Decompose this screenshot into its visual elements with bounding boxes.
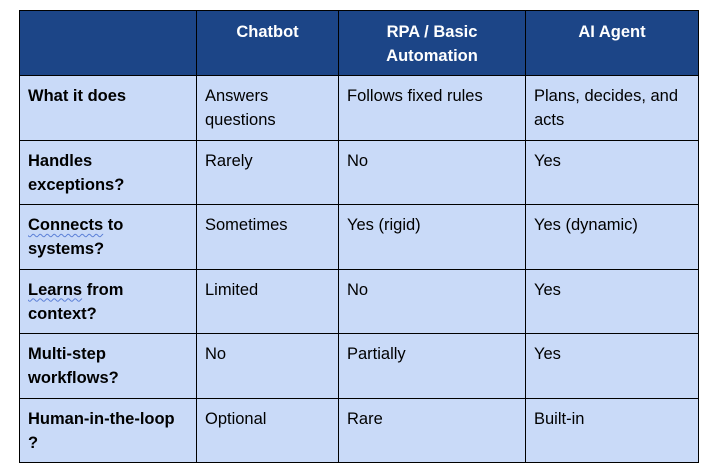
table-row: Human-in-the-loop ? Optional Rare Built-… bbox=[19, 397, 699, 463]
agent-cell: Yes bbox=[525, 268, 699, 334]
header-empty-cell bbox=[19, 10, 197, 76]
rpa-cell: Partially bbox=[338, 333, 526, 399]
row-label: What it does bbox=[19, 75, 197, 141]
chatbot-cell: Answers questions bbox=[196, 75, 339, 141]
agent-cell: Plans, decides, and acts bbox=[525, 75, 699, 141]
rpa-cell: Follows fixed rules bbox=[338, 75, 526, 141]
header-row: Chatbot RPA / Basic Automation AI Agent bbox=[19, 10, 699, 76]
row-label-rest: to systems? bbox=[28, 216, 124, 258]
row-label: Multi-step workflows? bbox=[19, 333, 197, 399]
row-label: Learns from context? bbox=[19, 268, 197, 334]
agent-cell: Yes bbox=[525, 139, 699, 205]
table-row: What it does Answers questions Follows f… bbox=[19, 75, 699, 141]
chatbot-cell: Limited bbox=[196, 268, 339, 334]
comparison-table: Chatbot RPA / Basic Automation AI Agent … bbox=[19, 10, 699, 463]
comparison-table-container: Chatbot RPA / Basic Automation AI Agent … bbox=[19, 10, 699, 463]
row-label: Handles exceptions? bbox=[19, 139, 197, 205]
rpa-cell: No bbox=[338, 139, 526, 205]
table-row: Handles exceptions? Rarely No Yes bbox=[19, 139, 699, 205]
chatbot-cell: Optional bbox=[196, 397, 339, 463]
header-chatbot: Chatbot bbox=[196, 10, 339, 76]
chatbot-cell: No bbox=[196, 333, 339, 399]
row-label: Connects to systems? bbox=[19, 204, 197, 270]
spellcheck-word: Learns bbox=[28, 280, 83, 299]
rpa-cell: Yes (rigid) bbox=[338, 204, 526, 270]
row-label-rest: from context? bbox=[28, 280, 124, 323]
agent-cell: Yes (dynamic) bbox=[525, 204, 699, 270]
table-row: Multi-step workflows? No Partially Yes bbox=[19, 333, 699, 399]
chatbot-cell: Sometimes bbox=[196, 204, 339, 270]
rpa-cell: Rare bbox=[338, 397, 526, 463]
agent-cell: Built-in bbox=[525, 397, 699, 463]
spellcheck-word: Connects bbox=[28, 216, 104, 234]
table-row: Connects to systems? Sometimes Yes (rigi… bbox=[19, 204, 699, 270]
rpa-cell: No bbox=[338, 268, 526, 334]
agent-cell: Yes bbox=[525, 333, 699, 399]
chatbot-cell: Rarely bbox=[196, 139, 339, 205]
header-rpa: RPA / Basic Automation bbox=[338, 10, 526, 76]
header-ai-agent: AI Agent bbox=[525, 10, 699, 76]
row-label: Human-in-the-loop ? bbox=[19, 397, 197, 463]
table-row: Learns from context? Limited No Yes bbox=[19, 268, 699, 334]
